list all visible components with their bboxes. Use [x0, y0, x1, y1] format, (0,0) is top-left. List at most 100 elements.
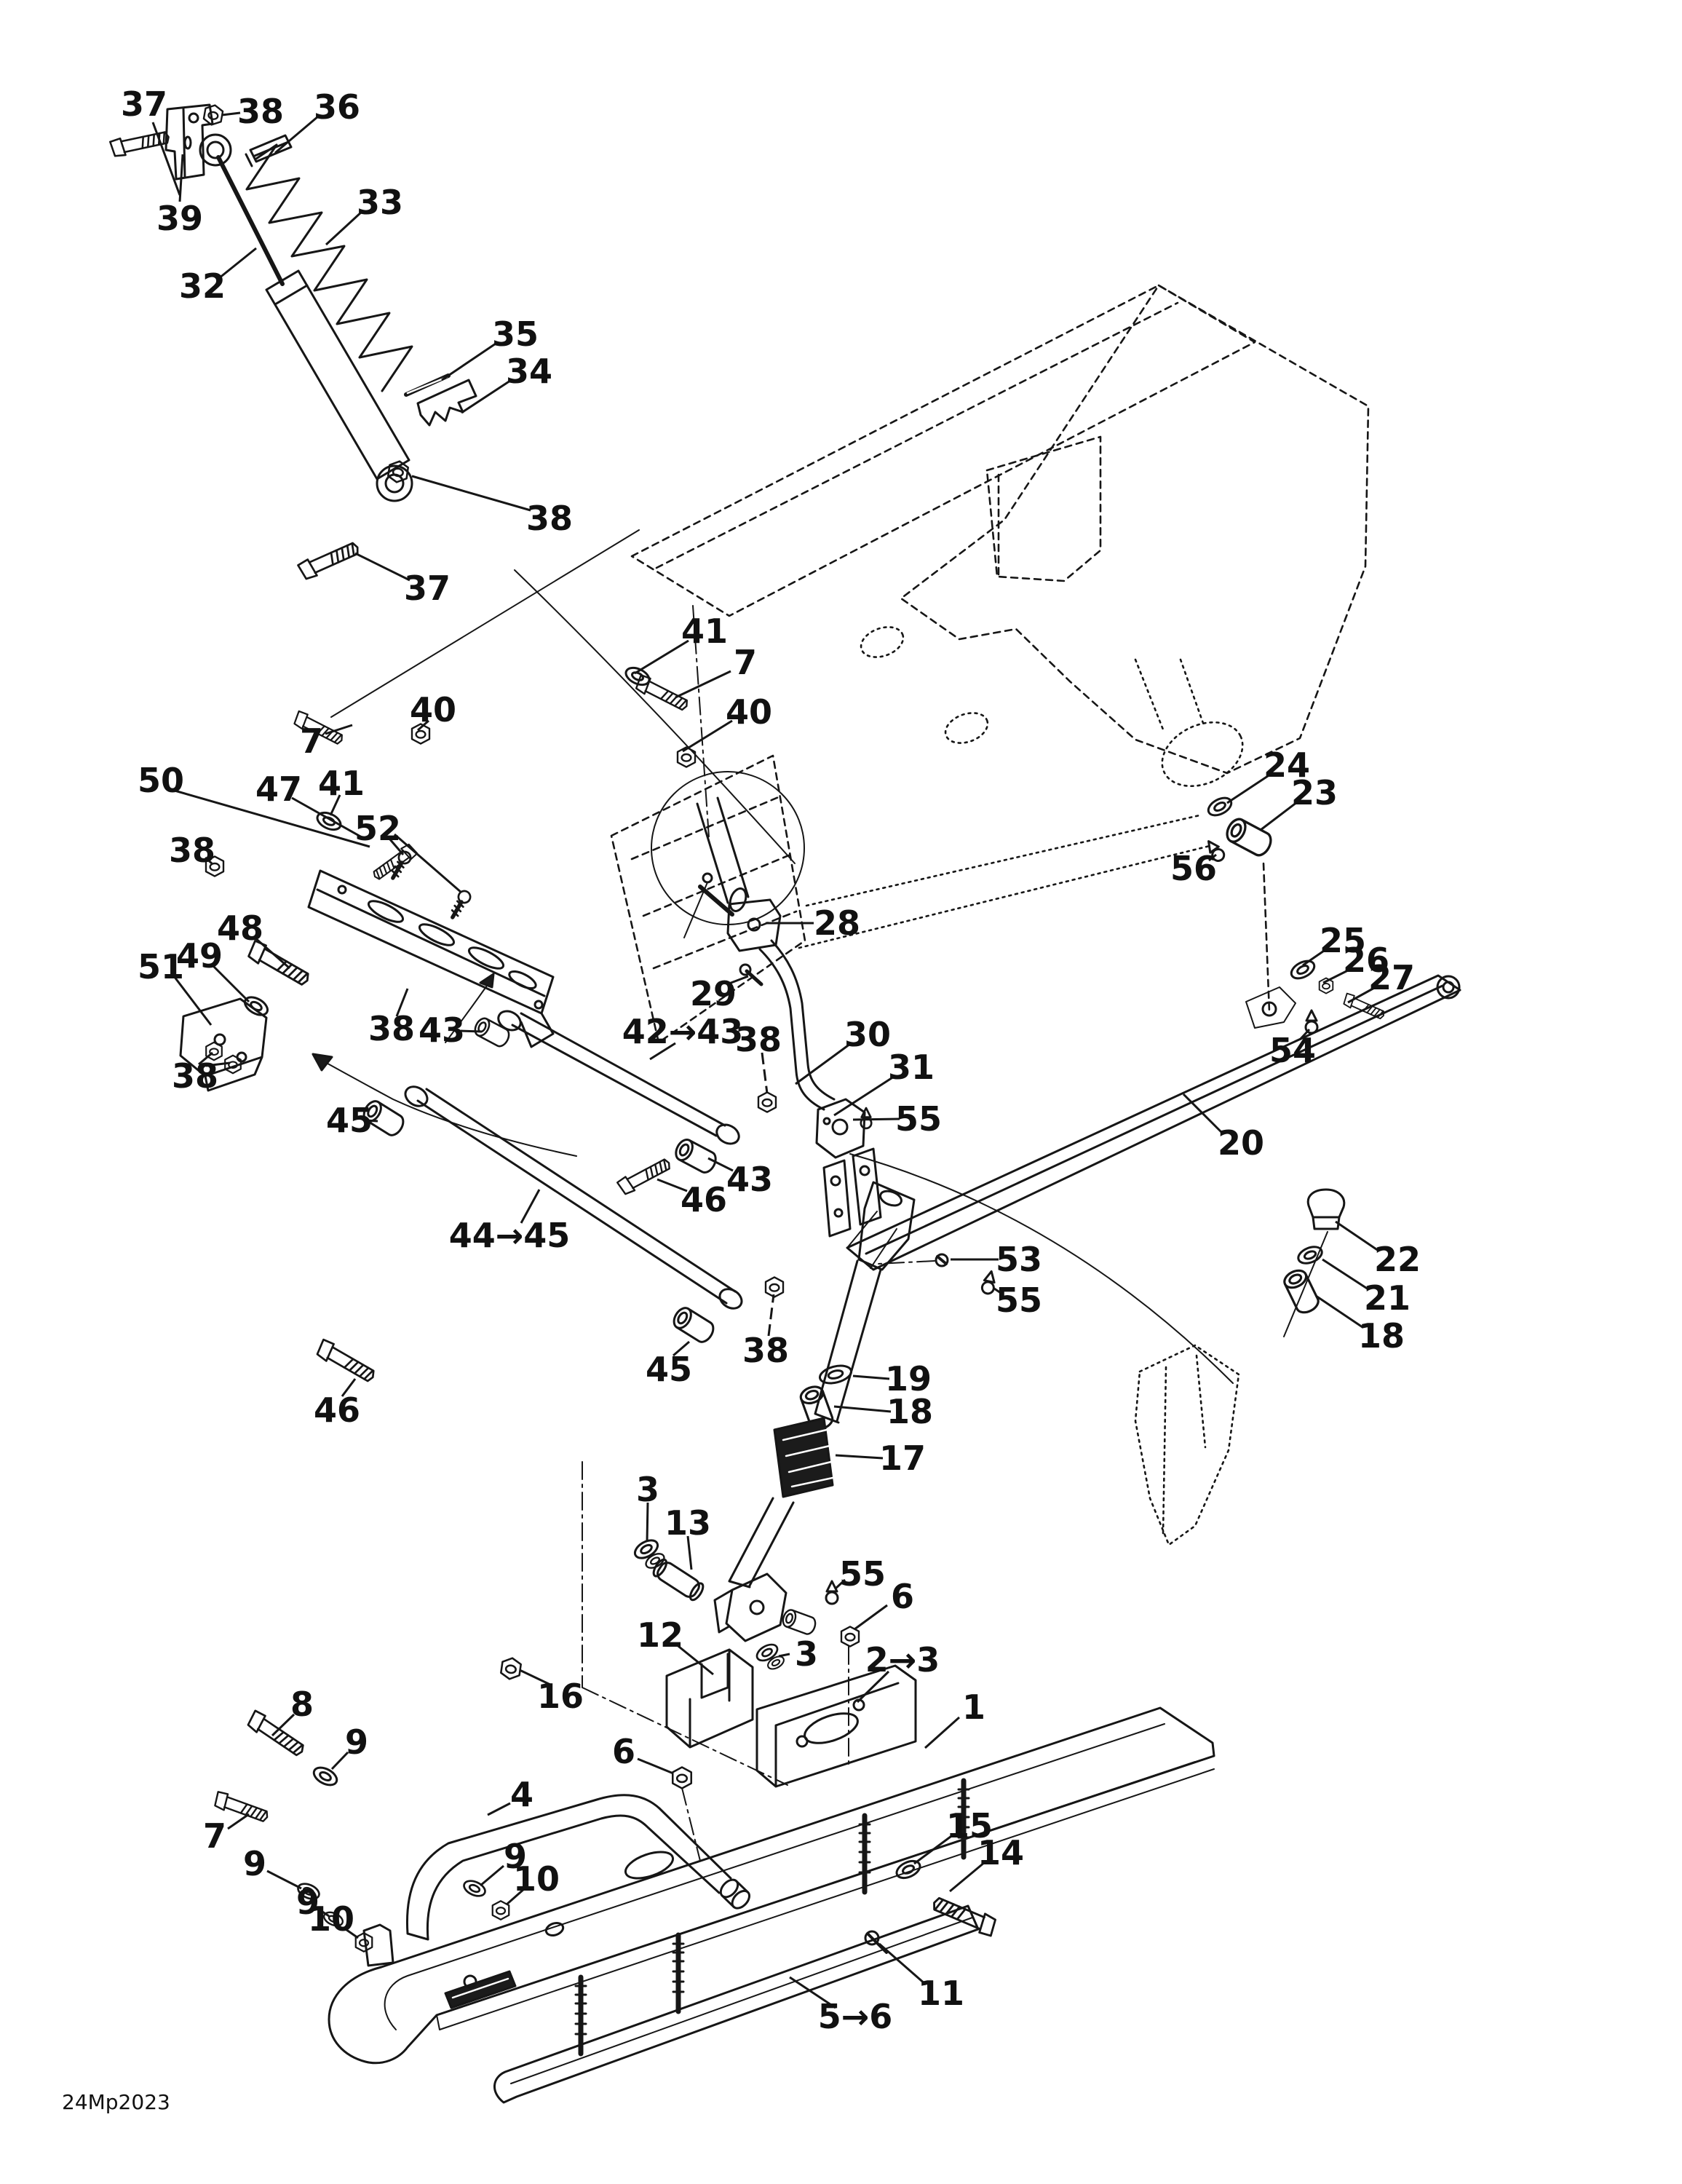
- callout-53: 53: [996, 1240, 1042, 1279]
- callout-10: 10: [513, 1859, 560, 1899]
- callout-41: 41: [318, 764, 365, 803]
- swivel-fork: [713, 1572, 788, 1642]
- washer-21: [1294, 1242, 1326, 1268]
- figure-code: 24Mp2023: [62, 2090, 170, 2114]
- callout-6: 6: [891, 1577, 914, 1616]
- callout-38: 38: [172, 1056, 218, 1096]
- leader-line: [178, 154, 184, 202]
- arm-mount-plate: [1245, 986, 1296, 1029]
- leader-line: [878, 1942, 927, 1986]
- nut-16: [499, 1655, 523, 1682]
- leader-line: [291, 796, 362, 839]
- pin-55: [980, 1269, 999, 1296]
- leader-line: [271, 1713, 295, 1737]
- leader-line: [1315, 1294, 1363, 1329]
- callout-1: 1: [962, 1688, 985, 1727]
- lower-tie-rod: [416, 1088, 737, 1305]
- callout-9: 9: [504, 1837, 527, 1876]
- callout-46: 46: [681, 1180, 727, 1219]
- grip-pad: [444, 1970, 517, 2009]
- callout-11: 11: [918, 1974, 964, 2013]
- handle-4: [405, 1794, 732, 1941]
- washer-24: [1204, 793, 1236, 820]
- bracket-51: [179, 997, 268, 1092]
- screw-53: [935, 1253, 949, 1267]
- bushing-23: [1222, 815, 1276, 860]
- callout-49: 49: [176, 936, 223, 976]
- callout-39: 39: [156, 199, 203, 238]
- callout-55: 55: [839, 1554, 886, 1594]
- washer-9: [309, 1762, 341, 1790]
- callout-5→6: 5→6: [818, 1997, 893, 2036]
- callout-38: 38: [169, 831, 215, 870]
- callout-40: 40: [410, 690, 456, 729]
- bushing-18: [1280, 1266, 1322, 1317]
- leader-line: [174, 789, 370, 848]
- leader-line: [519, 1669, 551, 1686]
- leader-line: [682, 719, 733, 753]
- pivot-tube: [779, 1607, 819, 1637]
- leader-line: [320, 1909, 330, 1918]
- callout-7: 7: [734, 643, 757, 682]
- ski-assembly: [212, 1664, 1215, 2104]
- leader-line: [1302, 948, 1327, 967]
- pointer-curve: [514, 569, 796, 864]
- leader-line: [646, 1502, 649, 1543]
- leader-line: [767, 1294, 775, 1337]
- leader-line: [637, 1757, 674, 1775]
- leader-line: [354, 552, 410, 582]
- callout-6: 6: [612, 1732, 635, 1771]
- callout-13: 13: [665, 1503, 711, 1543]
- leader-line: [1208, 853, 1217, 862]
- leader-line: [394, 833, 462, 894]
- callout-38: 38: [368, 1009, 415, 1048]
- leader-line: [210, 963, 250, 1003]
- shock-upper-eyelet: [199, 133, 232, 167]
- washer-9: [461, 1877, 488, 1900]
- leader-line: [673, 1340, 690, 1357]
- callout-43: 43: [418, 1010, 465, 1050]
- frame-bulkhead: [610, 284, 1370, 1044]
- pin-54: [1304, 1009, 1319, 1034]
- callout-17: 17: [879, 1439, 926, 1478]
- shock-lower-eyelet: [376, 464, 413, 502]
- callout-45: 45: [646, 1350, 692, 1389]
- callout-22: 22: [1374, 1240, 1421, 1279]
- leader-line: [1322, 968, 1352, 984]
- tunnel-edge: [798, 814, 1211, 949]
- leader-line: [834, 1578, 846, 1590]
- steering-crank-and-link: [698, 885, 873, 1159]
- callout-40: 40: [726, 692, 772, 732]
- roller-13: [652, 1558, 705, 1602]
- leader-line: [1182, 1093, 1224, 1135]
- pin-55: [825, 1580, 839, 1605]
- callout-16: 16: [537, 1677, 584, 1716]
- swing-arc: [849, 1153, 1234, 1384]
- leader-line: [949, 1861, 985, 1893]
- leader-line: [329, 794, 341, 816]
- leader-line: [634, 639, 689, 675]
- callout-50: 50: [138, 761, 184, 800]
- runner-stud: [673, 1935, 683, 2011]
- bolt-37: [296, 538, 362, 582]
- callout-29: 29: [690, 974, 737, 1013]
- leader-line: [487, 1802, 511, 1816]
- runner-5-6: [493, 1904, 980, 2104]
- bolt-46: [314, 1337, 378, 1387]
- footrest-box: [610, 754, 806, 1044]
- leader-line: [198, 1051, 213, 1066]
- callout-21: 21: [1364, 1278, 1411, 1318]
- leader-line: [411, 475, 531, 512]
- leader-line: [675, 670, 731, 699]
- steering-block-assembly: [499, 1461, 860, 1861]
- callout-9: 9: [296, 1883, 320, 1922]
- leader-line: [649, 1042, 676, 1061]
- screw-11: [864, 1930, 880, 1946]
- callout-3: 3: [636, 1470, 659, 1509]
- leader-line: [205, 1061, 231, 1067]
- washer-3: [765, 1653, 787, 1673]
- leader-line: [388, 838, 405, 855]
- leader-line: [205, 856, 213, 865]
- pointer-line: [330, 529, 640, 718]
